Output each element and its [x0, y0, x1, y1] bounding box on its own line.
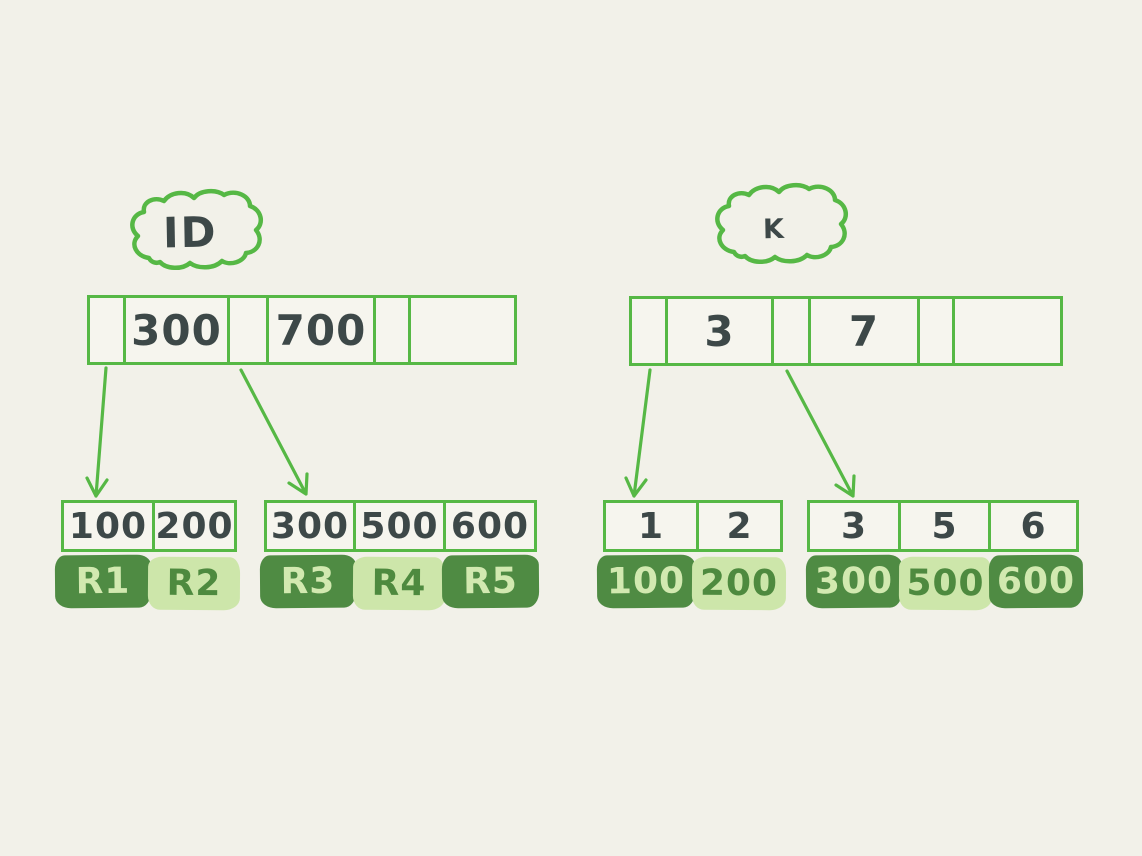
- key-cell: [955, 299, 1060, 363]
- arrow-connector: [785, 369, 856, 498]
- key-cell: [411, 298, 514, 362]
- record-block: 600: [988, 554, 1084, 609]
- leaf-key-cell: 300: [267, 503, 356, 549]
- pointer-cell: [774, 299, 811, 363]
- pointer-cell: [230, 298, 269, 362]
- record-block: R5: [441, 554, 540, 609]
- leaf-key-cell: 500: [356, 503, 446, 549]
- record-row: R3 R4 R5: [259, 554, 540, 611]
- leaf-key-cell: 100: [64, 503, 155, 549]
- pointer-cell: [376, 298, 411, 362]
- pointer-cell: [632, 299, 668, 363]
- leaf-key-cell: 6: [1020, 505, 1047, 547]
- record-block: R3: [259, 554, 357, 609]
- leaf-node: 3 5 6: [807, 500, 1079, 552]
- arrow-connector: [85, 366, 109, 498]
- leaf-node: 100 200: [61, 500, 237, 552]
- cloud-label-id: ID: [162, 207, 218, 258]
- cloud-label-k: K: [762, 213, 787, 246]
- record-block: R1: [54, 554, 152, 609]
- key-cell: 3: [668, 299, 774, 363]
- leaf-key-cell: 200: [155, 505, 234, 547]
- pointer-cell: [920, 299, 955, 363]
- key-cell: 300: [126, 298, 230, 362]
- leaf-node: 300 500 600: [264, 500, 537, 552]
- record-block: 500: [898, 556, 993, 611]
- record-block: 300: [805, 554, 903, 609]
- record-row: 100 200: [596, 554, 787, 611]
- arrow-connector: [239, 368, 309, 496]
- record-row: 300 500 600: [805, 554, 1084, 611]
- leaf-key-cell: 1: [606, 503, 699, 549]
- leaf-node: 1 2: [603, 500, 783, 552]
- leaf-key-cell: 2: [726, 505, 753, 547]
- root-node-k: 3 7: [629, 296, 1063, 366]
- record-block: R4: [352, 556, 446, 611]
- record-block: 200: [691, 556, 787, 611]
- leaf-key-cell: 600: [450, 505, 530, 547]
- pointer-cell: [90, 298, 126, 362]
- key-cell: 7: [811, 299, 920, 363]
- record-block: 100: [596, 554, 696, 609]
- record-row: R1 R2: [54, 554, 241, 611]
- record-block: R2: [147, 556, 241, 611]
- leaf-key-cell: 5: [901, 503, 991, 549]
- key-cell: 700: [269, 298, 376, 362]
- arrow-connector: [624, 368, 652, 498]
- leaf-key-cell: 3: [810, 503, 901, 549]
- root-node-id: 300 700: [87, 295, 517, 365]
